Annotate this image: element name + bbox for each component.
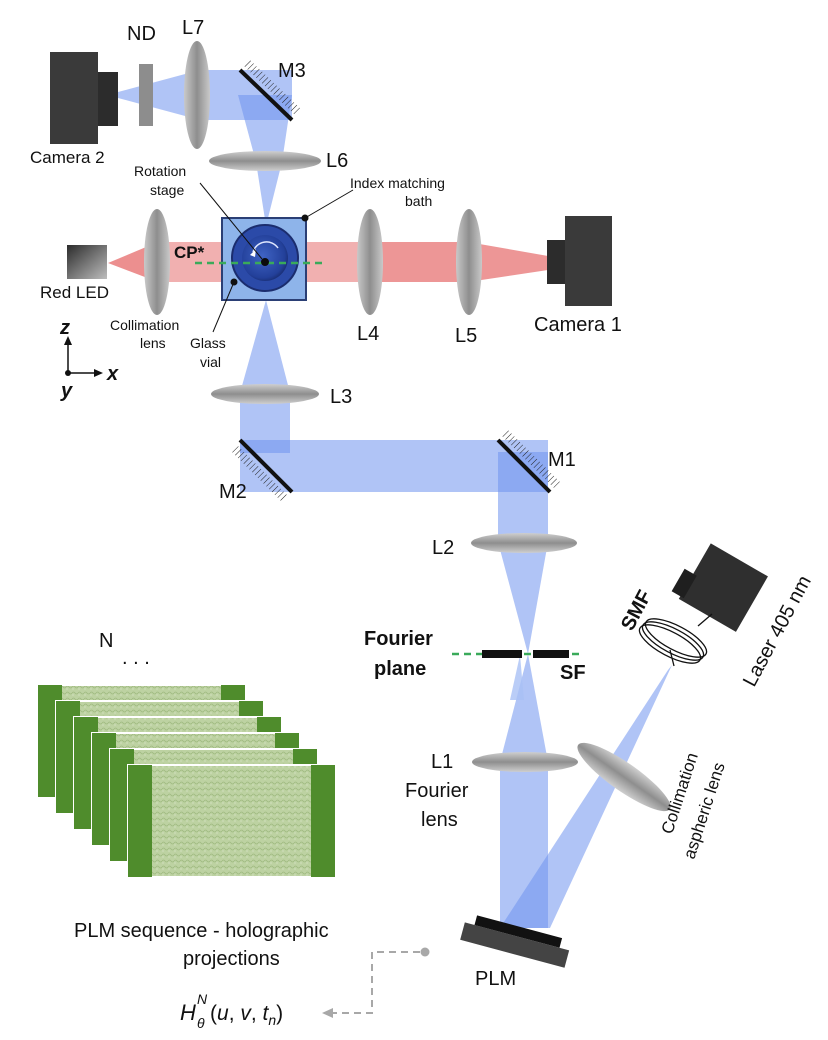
label-cp: CP* <box>174 243 205 262</box>
label-fourier-plane-1: Fourier <box>364 628 433 650</box>
label-index-matching-1: Index matching <box>350 175 445 191</box>
blue-beam-l1-to-fourier <box>500 654 548 762</box>
label-nd: ND <box>127 23 156 45</box>
label-l7: L7 <box>182 17 204 39</box>
formula-superscript: N <box>197 991 208 1007</box>
label-red-led: Red LED <box>40 283 109 302</box>
plm-sequence-frame <box>127 764 336 878</box>
vial-pointer-dot <box>230 278 238 286</box>
blue-beam-plm-to-l1 <box>500 762 548 928</box>
formula-args: (u, v, tn) <box>210 1002 283 1028</box>
label-l4: L4 <box>357 323 379 345</box>
label-m1: M1 <box>548 449 576 471</box>
formula-close: ) <box>276 1002 283 1025</box>
lens-l7 <box>184 41 210 149</box>
blue-beam-m1-to-m2 <box>240 440 548 492</box>
rotation-arrow-head-icon <box>250 249 256 257</box>
label-sequence-ellipsis: . . . <box>122 647 150 669</box>
formula-subscript: θ <box>197 1015 205 1031</box>
label-fourier-plane-2: plane <box>374 658 426 680</box>
mirror-m1 <box>496 430 560 494</box>
formula-link-arrow <box>322 947 430 1018</box>
spatial-filter-left <box>482 650 522 658</box>
label-m3: M3 <box>278 60 306 82</box>
spatial-filter-right <box>533 650 569 658</box>
plm-sequence-stack <box>37 684 336 878</box>
label-l1: L1 <box>431 751 453 773</box>
label-smf: SMF <box>617 587 656 635</box>
blue-beam-diffraction <box>510 655 524 700</box>
label-sf: SF <box>560 662 586 684</box>
lens-l6 <box>209 151 321 171</box>
formula-open: ( <box>210 1002 217 1025</box>
laser-405 <box>671 543 768 632</box>
label-m2: M2 <box>219 481 247 503</box>
collimation-aspheric-lens <box>577 742 671 812</box>
blue-beam-l3-to-sample <box>240 300 290 393</box>
axes-icon <box>64 336 103 377</box>
mirror-m3 <box>238 60 302 122</box>
label-l3: L3 <box>330 386 352 408</box>
collimation-lens <box>144 209 170 315</box>
lens-l5 <box>456 209 482 315</box>
formula-t: t <box>263 1002 270 1025</box>
blue-beam-sample-to-l6 <box>256 162 282 226</box>
label-plm-sequence-2: projections <box>183 948 280 970</box>
label-l2: L2 <box>432 537 454 559</box>
formula-comma-1: , <box>229 1002 241 1025</box>
label-rotation-stage-2: stage <box>150 182 184 198</box>
beams <box>108 70 672 928</box>
plm-device <box>460 915 570 968</box>
label-axis-z: z <box>59 317 70 339</box>
blue-beam-fourier-to-l2 <box>498 542 548 654</box>
nd-filter <box>139 64 153 126</box>
vial-pointer <box>212 281 235 333</box>
label-l1-fourier: Fourier <box>405 780 469 802</box>
lens-l3 <box>211 384 319 404</box>
label-l5: L5 <box>455 325 477 347</box>
label-collimation-lens-1: Collimation <box>110 317 179 333</box>
label-axis-x: x <box>106 363 119 385</box>
label-rotation-stage-1: Rotation <box>134 163 186 179</box>
camera-2 <box>50 52 118 144</box>
formula-u: u <box>217 1002 229 1025</box>
lens-l1 <box>472 752 578 772</box>
cp-center-dot <box>261 258 269 266</box>
label-glass-vial-1: Glass <box>190 335 226 351</box>
label-glass-vial-2: vial <box>200 354 221 370</box>
formula-symbol: H <box>180 1000 196 1025</box>
label-index-matching-2: bath <box>405 193 432 209</box>
label-sequence-n: N <box>99 630 113 652</box>
formula-v: v <box>240 1002 252 1025</box>
label-camera-2: Camera 2 <box>30 148 105 167</box>
label-collimation-lens-2: lens <box>140 335 166 351</box>
red-led <box>67 245 107 279</box>
rotation-stage-pointer <box>199 182 263 260</box>
blue-beam-to-camera2 <box>118 70 200 120</box>
label-l6: L6 <box>326 150 348 172</box>
smf-fiber-coil <box>638 613 713 667</box>
label-plm-sequence-1: PLM sequence - holographic <box>74 920 329 942</box>
bath-pointer-dot <box>301 214 309 222</box>
formula-h-theta: H <box>180 1000 196 1025</box>
label-plm: PLM <box>475 968 516 990</box>
camera-1 <box>547 216 612 306</box>
lens-l2 <box>471 533 577 553</box>
formula-t-subscript: n <box>268 1012 276 1028</box>
label-camera-1: Camera 1 <box>534 314 622 336</box>
label-axis-y: y <box>60 380 73 402</box>
mirror-m2 <box>230 438 294 502</box>
lens-l4 <box>357 209 383 315</box>
formula-comma-2: , <box>251 1002 263 1025</box>
label-l1-lens: lens <box>421 809 458 831</box>
bath-pointer <box>304 189 354 219</box>
